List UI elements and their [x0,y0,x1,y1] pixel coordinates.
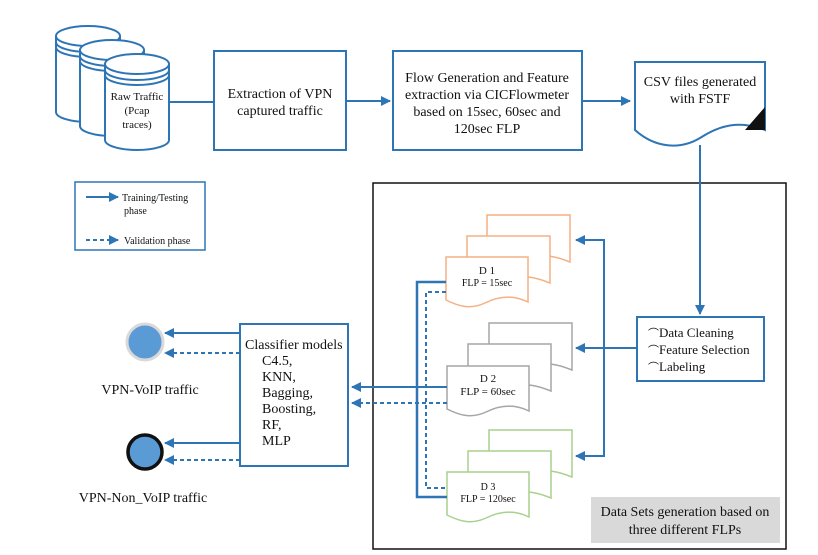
preprocessing-box [636,316,765,382]
classifier-model: C4.5, [262,354,292,369]
flow-generation-label: extraction via CICFlowmeter [405,88,569,103]
preprocessing-item: Feature Selection [659,342,750,357]
dashed-collector-line [425,291,447,489]
classifier-title: Classifier models [245,338,343,353]
extraction-box [213,50,347,151]
dataset-d2-stack [446,322,573,417]
extraction-label: captured traffic [237,104,323,119]
caption-label: Data Sets generation based on [601,505,770,520]
classifier-model: MLP [262,434,291,449]
dataset-flp: FLP = 60sec [460,386,515,398]
flow-generation-label: 120sec FLP [454,122,521,137]
dataset-flp: FLP = 15sec [462,278,513,289]
raw-traffic-database-icon [55,25,170,151]
preprocessing-item: Labeling [659,359,706,374]
bullet-icon: ⌒ [648,344,659,357]
classifier-model: Boosting, [262,402,316,417]
flow-generation-box [392,50,583,151]
dataset-d3-stack [446,429,573,523]
classifier-box [239,323,349,467]
solid-collector-line [415,280,447,499]
caption-label: three different FLPs [629,523,742,538]
arrow-to-d3 [575,348,605,461]
dataset-name: D 3 [481,482,496,493]
preprocessing-item: Data Cleaning [659,325,734,340]
extraction-label: Extraction of VPN [228,87,333,102]
raw-traffic-label: traces) [122,119,152,131]
non-voip-label: VPN-Non_VoIP traffic [79,491,207,506]
classifier-model: Bagging, [262,386,313,401]
classifier-model: RF, [262,418,282,433]
raw-traffic-label: (Pcap [124,105,150,117]
bullet-icon: ⌒ [648,327,659,340]
non-voip-node-icon [126,433,164,471]
voip-node-icon [125,322,165,362]
arrow-to-d1 [575,235,637,349]
flow-generation-label: based on 15sec, 60sec and [413,105,560,120]
dataset-flp: FLP = 120sec [460,494,516,505]
dataset-d1-stack [445,214,571,308]
legend-solid-label: Training/Testing [122,193,188,204]
caption-box [591,497,780,543]
preprocessing-list: ⌒ Data Cleaning ⌒ Feature Selection ⌒ La… [648,325,750,374]
legend-box [74,181,206,251]
raw-traffic-label: Raw Traffic [111,91,164,103]
flow-generation-label: Flow Generation and Feature [405,71,569,86]
bullet-icon: ⌒ [648,361,659,374]
legend-solid-label: phase [124,206,147,217]
csv-corner-icon [745,107,765,130]
dataset-generation-frame [372,182,787,550]
voip-label: VPN-VoIP traffic [101,383,198,398]
csv-label: with FSTF [670,92,731,107]
legend-dashed-label: Validation phase [124,236,191,247]
classifier-model: KNN, [262,370,296,385]
dataset-name: D 2 [480,373,496,385]
dataset-name: D 1 [479,265,495,277]
csv-label: CSV files generated [644,75,757,90]
